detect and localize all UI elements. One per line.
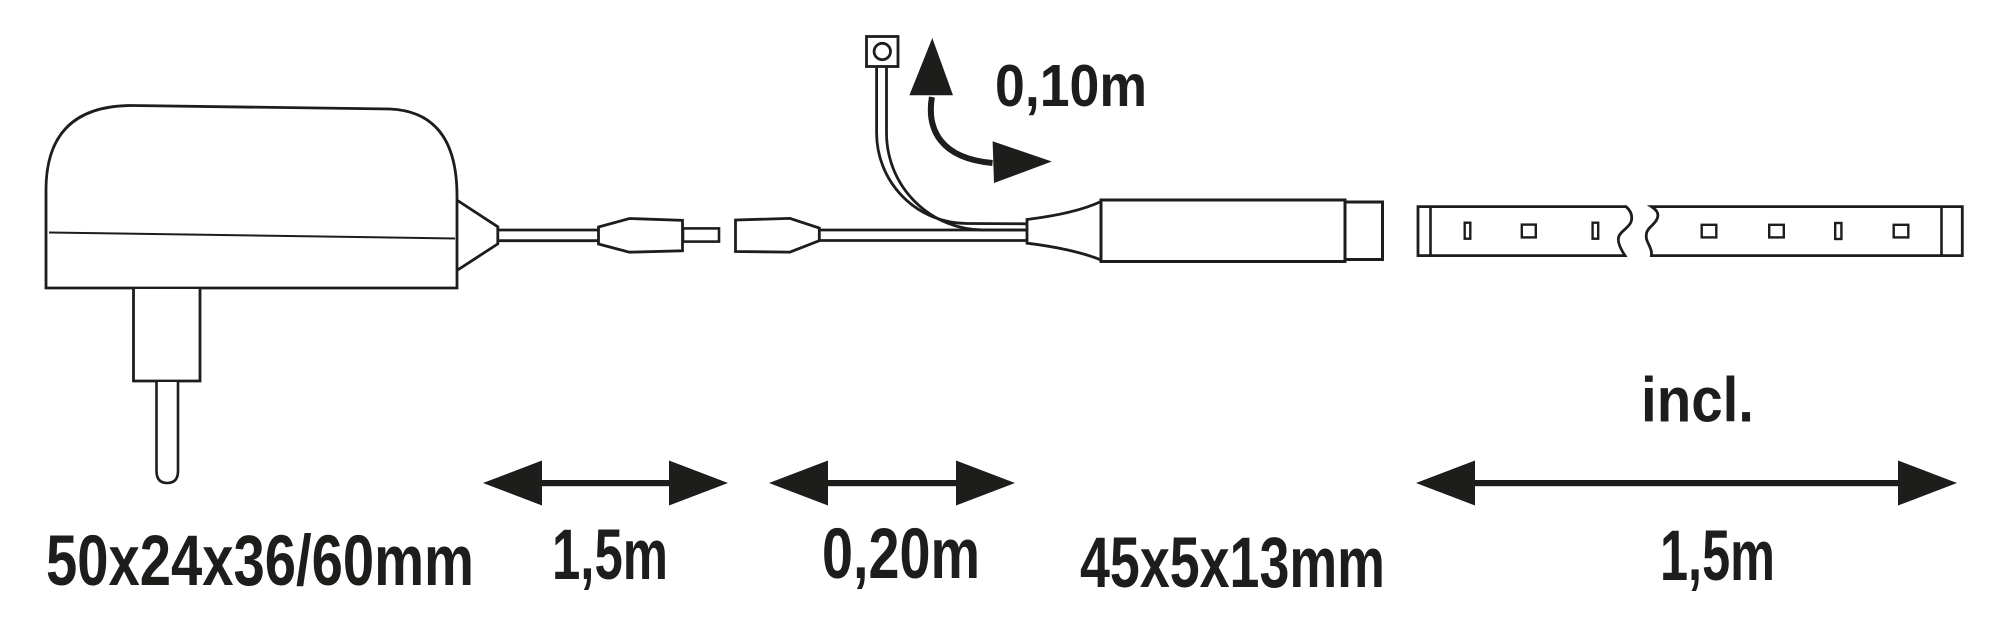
- svg-text:0,10m: 0,10m: [995, 53, 1147, 119]
- svg-text:45x5x13mm: 45x5x13mm: [1080, 524, 1385, 603]
- svg-text:50x24x36/60mm: 50x24x36/60mm: [46, 522, 474, 601]
- svg-text:0,20m: 0,20m: [822, 515, 980, 594]
- svg-text:1,5m: 1,5m: [1660, 517, 1775, 596]
- svg-text:incl.: incl.: [1641, 366, 1754, 436]
- svg-text:1,5m: 1,5m: [552, 516, 668, 595]
